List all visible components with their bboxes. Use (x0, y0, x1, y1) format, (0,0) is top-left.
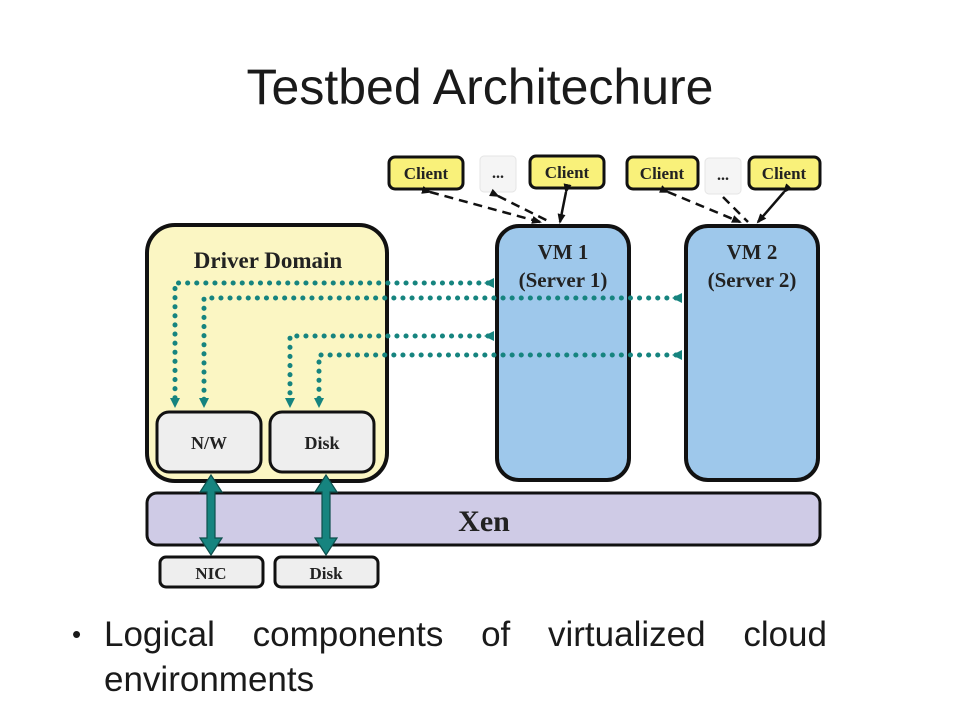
xen-bar: Xen (145, 491, 822, 547)
vm2-sublabel: (Server 2) (708, 268, 797, 292)
hw-disk-box: Disk (273, 555, 380, 589)
client-label: Client (762, 164, 807, 183)
slide-title: Testbed Architechure (246, 59, 714, 115)
vm1-label: VM 1 (538, 240, 589, 264)
client-label: Client (545, 163, 590, 182)
svg-text:...: ... (717, 167, 729, 184)
hw-arrow-disk (313, 473, 339, 557)
svg-text:NIC: NIC (195, 564, 226, 583)
client-label: Client (404, 164, 449, 183)
client-ellipsis-right: ... (704, 157, 742, 195)
svg-text:N/W: N/W (191, 433, 227, 453)
svg-text:Disk: Disk (309, 564, 343, 583)
vm2-box: VM 2 (Server 2) (684, 224, 820, 482)
hw-arrow-nic (198, 473, 224, 557)
driver-domain-title: Driver Domain (194, 248, 343, 273)
client-box-right-2: Client (747, 155, 822, 191)
nic-box: NIC (158, 555, 265, 589)
nw-box: N/W (155, 410, 263, 474)
client-ellipsis-left: ... (479, 155, 517, 193)
client-box-left-1: Client (387, 155, 465, 191)
bullet-text: Logical components of virtualized cloud … (104, 615, 827, 699)
vm2-label: VM 2 (727, 240, 778, 264)
svg-text:Disk: Disk (304, 433, 339, 453)
client-label: Client (640, 164, 685, 183)
vm1-sublabel: (Server 1) (519, 268, 608, 292)
svg-text:...: ... (492, 165, 504, 182)
client-box-right-1: Client (625, 155, 700, 191)
vm1-box: VM 1 (Server 1) (495, 224, 631, 482)
client-connections (421, 183, 793, 224)
xen-label: Xen (458, 505, 510, 538)
dd-disk-box: Disk (268, 410, 376, 474)
client-box-left-2: Client (528, 154, 606, 190)
io-paths (170, 278, 682, 408)
bullet-marker: • (72, 619, 82, 649)
